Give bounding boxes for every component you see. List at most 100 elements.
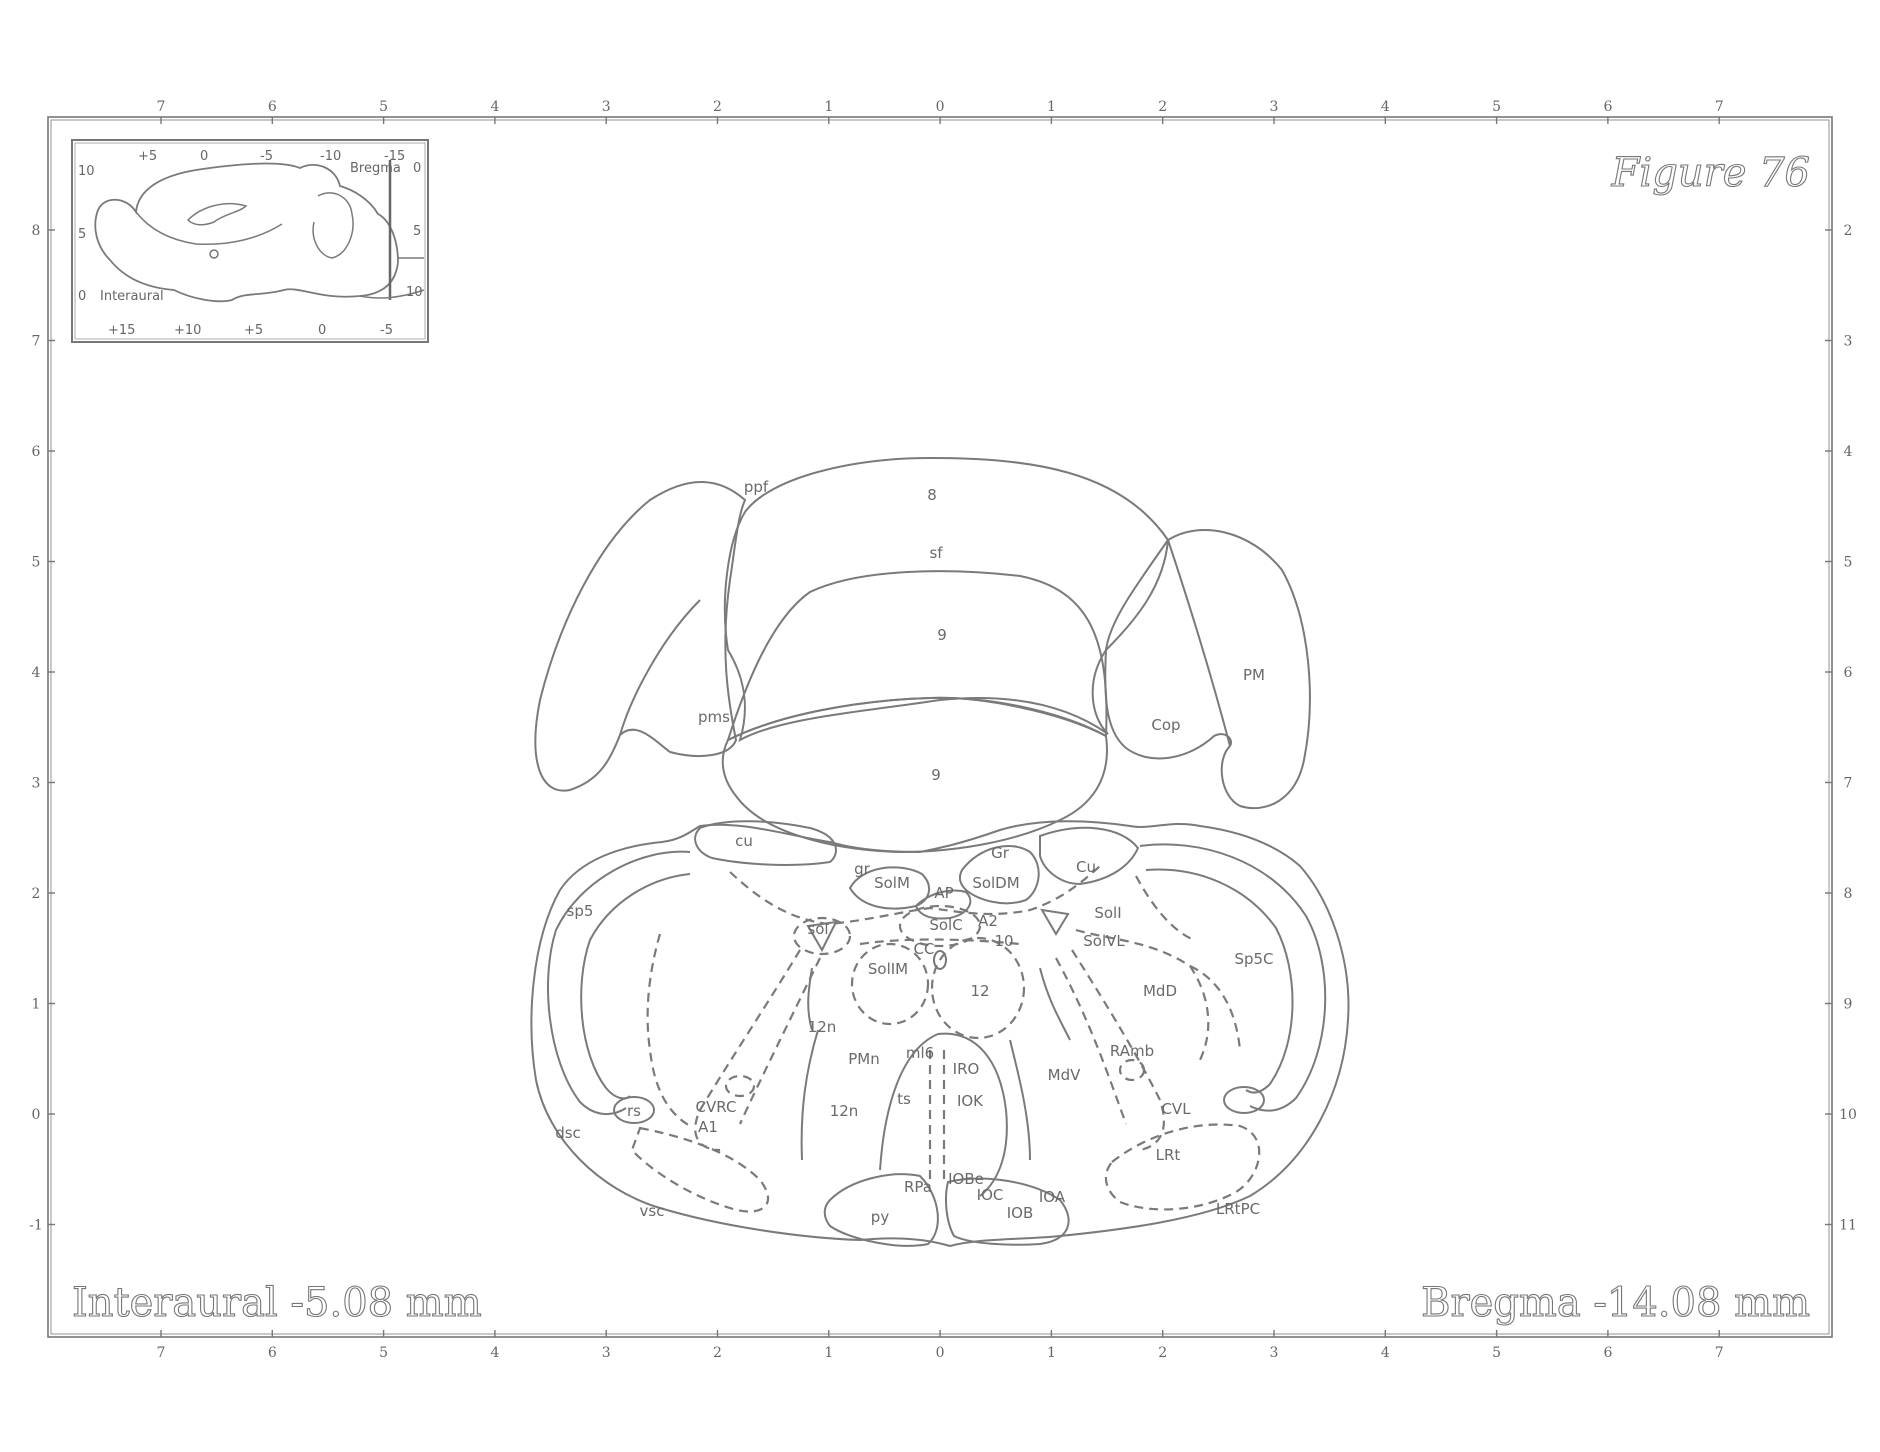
left-tick-label: 5 [32,555,41,571]
label-lrt: LRt [1156,1146,1181,1164]
label-ramb: RAmb [1110,1042,1154,1060]
left-tick-label: 3 [32,776,41,792]
bottom-tick-label: 1 [1047,1345,1056,1361]
label-a2: A2 [978,912,998,930]
label-lateral-tract: 12n [808,1018,837,1036]
label-cc: CC [914,940,935,958]
top-tick-label: 6 [268,99,277,115]
label-py: py [871,1208,890,1226]
inset-marker [210,250,218,258]
label-12: 12 [970,982,989,1000]
inset-ventricle [188,204,246,225]
label-iro: IRO [953,1060,980,1078]
top-tick-label: 2 [713,99,722,115]
top-tick-label: 1 [1047,99,1056,115]
sp5c-dashed [1136,876,1240,1050]
top-tick-label: 0 [936,99,945,115]
inset-top-scale-4: -10 [320,149,341,164]
right-tick-label: 5 [1844,555,1853,571]
sp5-tract-right [1140,844,1325,1110]
label-iob: IOB [1007,1204,1034,1222]
plate-frame-inner [51,120,1829,1334]
right-tick-label: 9 [1844,997,1853,1013]
label-solc: SolC [929,916,962,934]
label-cop: Cop [1151,716,1180,734]
label-9b: 9 [931,766,941,784]
inset-bottom-scale-4: 0 [318,323,326,338]
bottom-tick-label: 7 [157,1345,166,1361]
sp5-tract-left [548,852,690,1114]
label-ioc: IOC [977,1186,1004,1204]
bottom-tick-label: 1 [824,1345,833,1361]
label-sf: sf [929,544,943,562]
label-a1: A1 [698,1118,718,1136]
solitary-tract-right [1042,910,1068,934]
label-ts: ts [897,1090,911,1108]
sagittal-inset: +5 0 -5 -10 -15 Bregma 10 5 0 Interaural… [72,140,428,342]
label-9a: 9 [937,626,947,644]
left-tick-label: 4 [32,665,41,681]
inset-left-scale-2: 5 [78,227,86,242]
label-pm: PM [1243,666,1265,684]
left-tick-label: 6 [32,444,41,460]
cerebellum [535,458,1309,852]
bottom-tick-label: 4 [490,1345,499,1361]
root-12n-right [1010,1040,1030,1160]
inset-bottom-scale-3: +5 [244,323,263,338]
label-10: 10 [994,932,1013,950]
inset-top-scale-1: +5 [138,149,157,164]
bottom-tick-label: 2 [713,1345,722,1361]
label-ppf: ppf [744,478,769,496]
label-dsc: dsc [555,1124,581,1142]
label-mdd: MdD [1143,982,1177,1000]
sp5-tract-right-inner [1146,869,1293,1092]
label-soli: SolI [1094,904,1121,922]
plate-frame [48,117,1832,1337]
top-tick-label: 7 [157,99,166,115]
root-12n-left [802,1030,818,1160]
inset-bottom-scale-1: +15 [108,323,135,338]
label-pmn: PMn [848,1050,880,1068]
right-tick-label: 6 [1844,665,1853,681]
label-mdv: MdV [1048,1066,1081,1084]
label-pms: pms [698,708,730,726]
figure-title: Figure 76 [1611,150,1810,196]
bottom-tick-label: 0 [936,1345,945,1361]
left-tick-label: 2 [32,886,41,902]
inset-top-scale-2: 0 [200,149,208,164]
top-tick-label: 5 [1492,99,1501,115]
top-tick-label: 4 [490,99,499,115]
top-tick-label: 6 [1603,99,1612,115]
sp5-tract-left-inner [581,874,690,1098]
ramb-small-oval [1120,1060,1144,1080]
cvrc-small-oval [726,1076,754,1096]
inset-bottom-scale-5: -5 [380,323,393,338]
bottom-tick-label: 5 [379,1345,388,1361]
label-lrtpc: LRtPC [1216,1200,1260,1218]
lateral-tract-right [1040,968,1070,1040]
inset-top-scale-3: -5 [260,149,273,164]
label-cvl: CVL [1161,1100,1191,1118]
label-iok: IOK [957,1092,984,1110]
ventral-dashed-right-2 [1056,958,1126,1124]
interaural-coordinate: Interaural -5.08 mm [72,1280,482,1326]
label-ml6: ml6 [906,1044,934,1062]
inset-cerebellum [313,193,353,258]
label-solvl: SolVL [1083,932,1125,950]
bottom-tick-label: 3 [602,1345,611,1361]
bottom-tick-label: 6 [1603,1345,1612,1361]
bregma-coordinate: Bregma -14.08 mm [1421,1280,1810,1326]
left-tick-label: 1 [32,997,41,1013]
inset-right-scale-2: 5 [413,224,421,239]
bottom-tick-label: 7 [1715,1345,1724,1361]
midline-dashed [930,1050,944,1180]
left-tick-label: 7 [32,334,41,350]
right-tick-label: 10 [1839,1107,1857,1123]
left-tick-label: 8 [32,223,41,239]
inset-right-scale-1: 0 [413,161,421,176]
left-tick-label: -1 [29,1218,43,1234]
top-tick-label: 7 [1715,99,1724,115]
bottom-tick-label: 4 [1381,1345,1390,1361]
top-tick-label: 5 [379,99,388,115]
